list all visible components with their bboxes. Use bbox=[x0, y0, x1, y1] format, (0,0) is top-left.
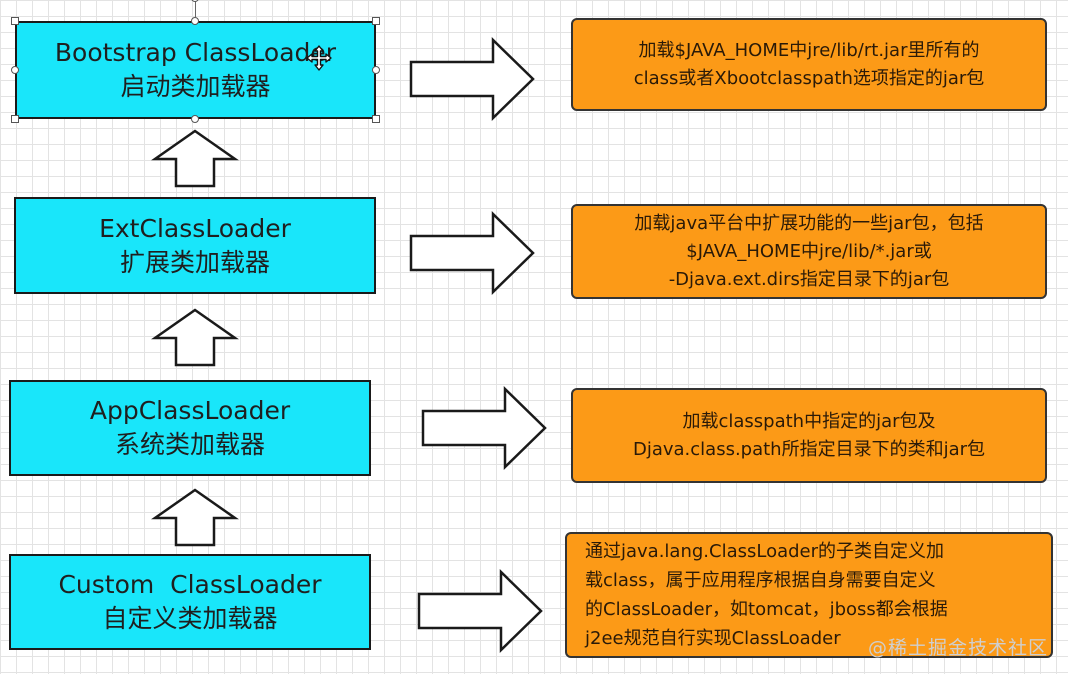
custom-description-line-2: 载class，属于应用程序根据自身需要自定义 bbox=[585, 570, 936, 591]
ext-classloader-cn: 扩展类加载器 bbox=[119, 247, 270, 277]
ext-description-line-2: $JAVA_HOME中jre/lib/*.jar或 bbox=[686, 240, 932, 262]
selection-handle-left[interactable] bbox=[11, 66, 19, 74]
app-description-line-2: Djava.class.path所指定目录下的类和jar包 bbox=[632, 438, 986, 460]
ext-classloader-box[interactable]: ExtClassLoader 扩展类加载器 bbox=[14, 197, 376, 294]
rotate-handle-line bbox=[195, 0, 196, 17]
selection-handle-bottom-left[interactable] bbox=[11, 115, 19, 123]
ext-description[interactable]: 加载java平台中扩展功能的一些jar包，包括 $JAVA_HOME中jre/l… bbox=[571, 204, 1047, 299]
up-arrow-ext-to-bootstrap bbox=[151, 129, 239, 188]
custom-description-line-1: 通过java.lang.ClassLoader的子类自定义加 bbox=[585, 541, 945, 562]
move-cursor-icon bbox=[306, 45, 332, 71]
rotate-handle[interactable] bbox=[191, 0, 199, 2]
bootstrap-classloader-cn: 启动类加载器 bbox=[120, 72, 271, 101]
selection-handle-bottom[interactable] bbox=[191, 115, 199, 123]
selection-handle-bottom-right[interactable] bbox=[372, 115, 380, 123]
custom-description-line-3: 的ClassLoader，如tomcat，jboss都会根据 bbox=[585, 599, 948, 620]
app-classloader-name: AppClassLoader bbox=[89, 396, 291, 425]
bootstrap-classloader-name: Bootstrap ClassLoader bbox=[54, 38, 337, 67]
custom-description[interactable]: 通过java.lang.ClassLoader的子类自定义加 载class，属于… bbox=[565, 532, 1053, 658]
watermark: @稀土掘金技术社区 bbox=[867, 637, 1048, 659]
selection-handle-top-left[interactable] bbox=[11, 17, 19, 25]
ext-description-line-3: -Djava.ext.dirs指定目录下的jar包 bbox=[668, 268, 950, 290]
right-arrow-ext bbox=[409, 211, 535, 295]
right-arrow-app bbox=[421, 386, 547, 470]
right-arrow-bootstrap bbox=[409, 37, 535, 121]
app-description-line-1: 加载classpath中指定的jar包及 bbox=[682, 410, 936, 432]
custom-classloader-cn: 自定义类加载器 bbox=[102, 604, 278, 633]
bootstrap-classloader-box[interactable]: Bootstrap ClassLoader 启动类加载器 bbox=[15, 21, 376, 119]
app-classloader-cn: 系统类加载器 bbox=[114, 430, 265, 459]
custom-description-line-4: j2ee规范自行实现ClassLoader bbox=[585, 628, 841, 649]
selection-handle-right[interactable] bbox=[372, 66, 380, 74]
custom-classloader-name: Custom ClassLoader bbox=[58, 570, 322, 599]
ext-classloader-name: ExtClassLoader bbox=[99, 213, 291, 243]
right-arrow-custom bbox=[417, 569, 543, 653]
bootstrap-description[interactable]: 加载$JAVA_HOME中jre/lib/rt.jar里所有的 class或者X… bbox=[571, 18, 1047, 111]
app-classloader-box[interactable]: AppClassLoader 系统类加载器 bbox=[9, 380, 371, 476]
selection-handle-top-right[interactable] bbox=[372, 17, 380, 25]
app-description[interactable]: 加载classpath中指定的jar包及 Djava.class.path所指定… bbox=[571, 388, 1047, 483]
custom-classloader-box[interactable]: Custom ClassLoader 自定义类加载器 bbox=[9, 554, 371, 650]
up-arrow-app-to-ext bbox=[151, 308, 239, 367]
up-arrow-custom-to-app bbox=[151, 488, 239, 547]
selection-handle-top[interactable] bbox=[191, 17, 199, 25]
bootstrap-description-line-1: 加载$JAVA_HOME中jre/lib/rt.jar里所有的 bbox=[638, 39, 980, 61]
bootstrap-description-line-2: class或者Xbootclasspath选项指定的jar包 bbox=[633, 67, 985, 89]
ext-description-line-1: 加载java平台中扩展功能的一些jar包，包括 bbox=[634, 212, 984, 234]
